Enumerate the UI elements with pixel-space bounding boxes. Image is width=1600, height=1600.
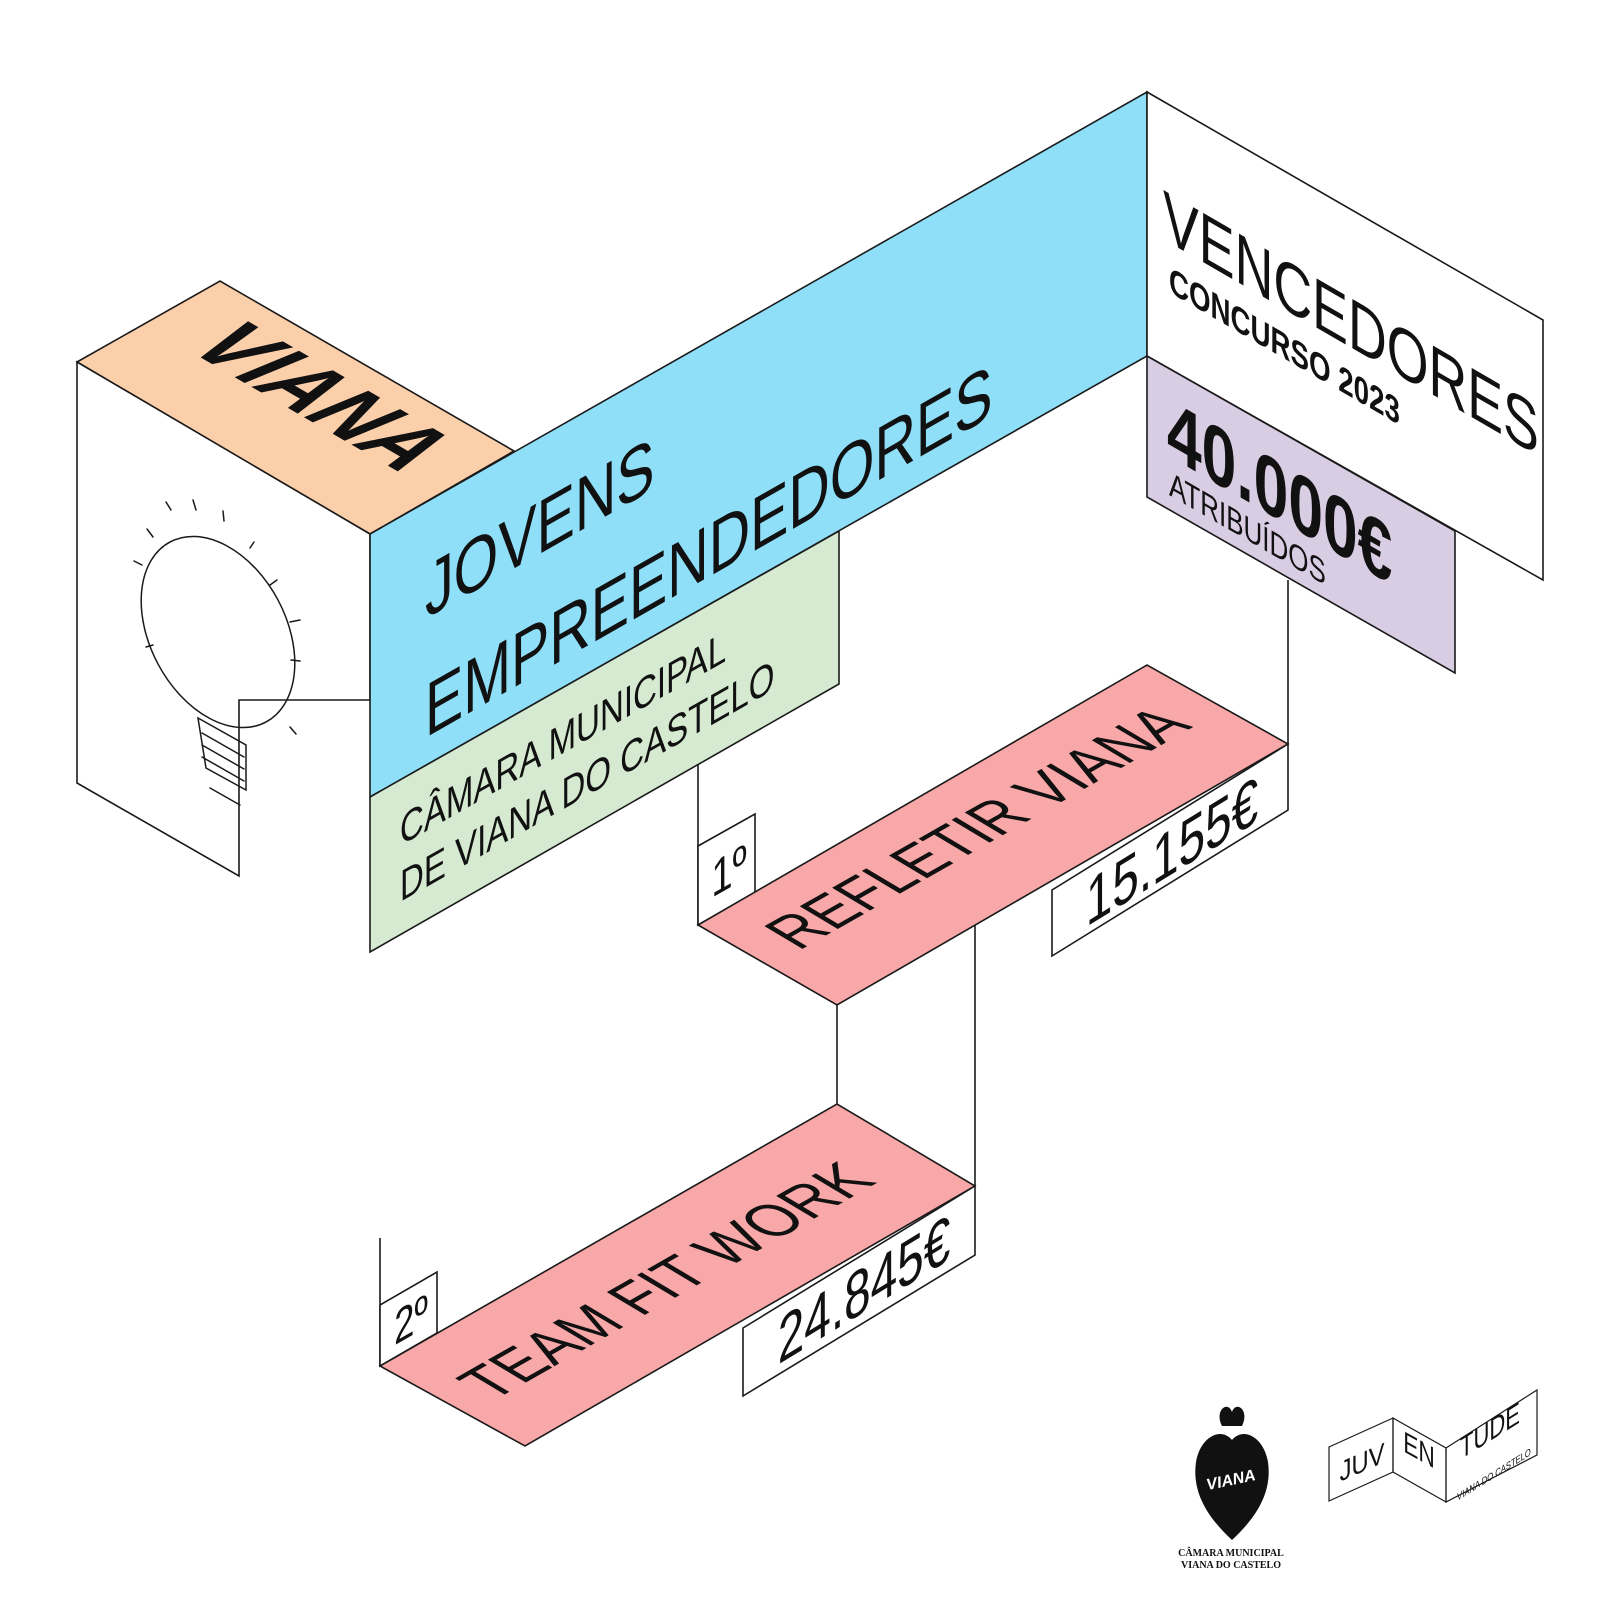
juventude-part1: JUV xyxy=(1340,1436,1386,1489)
heart-flourish-icon xyxy=(1219,1406,1245,1426)
total-panel xyxy=(1146,354,1456,675)
heart-emblem-icon xyxy=(1195,1434,1269,1540)
lightbulb-icon xyxy=(133,499,301,806)
municipal-logo-line1: CÂMARA MUNICIPAL xyxy=(1178,1547,1284,1559)
header-panel xyxy=(1146,90,1544,582)
juventude-part3: TUDE xyxy=(1460,1395,1520,1467)
winner-1: 1º REFLETIR VIANA 15.155€ xyxy=(696,664,1290,1006)
juventude-logo: JUV EN TUDE VIANA DO CASTELO xyxy=(1328,1388,1538,1504)
municipal-logo-line2: VIANA DO CASTELO xyxy=(1181,1560,1281,1571)
juventude-panel-tude xyxy=(1445,1388,1538,1503)
municipal-logo: VIANA CÂMARA MUNICIPAL VIANA DO CASTELO xyxy=(1178,1406,1284,1571)
winner-amount-box xyxy=(742,1184,976,1398)
winner-2: 2º TEAM FIT WORK 24.845€ xyxy=(378,1103,977,1447)
winner-amount-box xyxy=(1051,742,1289,958)
organizer-panel xyxy=(369,529,840,954)
